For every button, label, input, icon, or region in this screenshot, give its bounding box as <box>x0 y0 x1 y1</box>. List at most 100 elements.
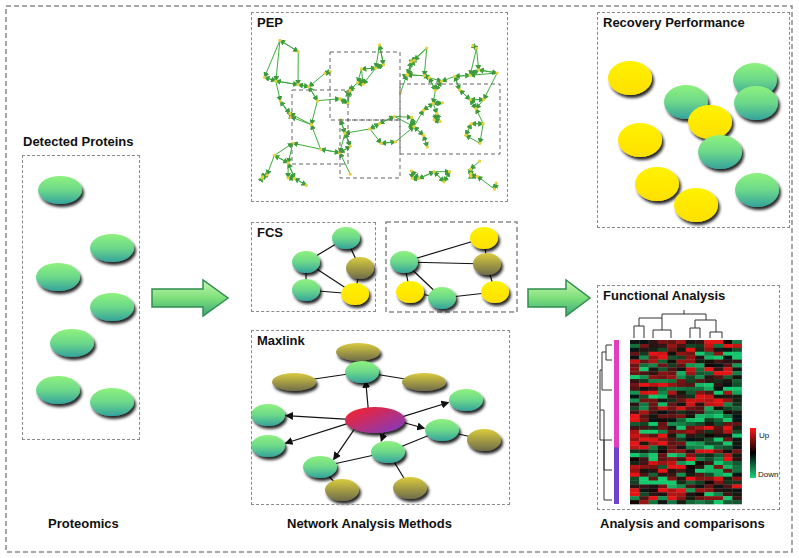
heat-cell <box>686 484 696 488</box>
heat-cell <box>667 469 677 473</box>
heat-cell <box>677 391 687 395</box>
heat-cell <box>723 453 733 457</box>
heat-cell <box>695 375 705 379</box>
heat-cell <box>704 410 714 414</box>
heat-cell <box>714 406 724 410</box>
pep-dot <box>343 132 346 135</box>
heat-cell <box>695 414 705 418</box>
heat-cell <box>630 344 640 348</box>
pep-dot <box>319 148 322 151</box>
pep-edge <box>484 73 497 100</box>
heat-cell <box>639 414 649 418</box>
pep-edge <box>340 120 344 133</box>
scale-label: Down <box>758 470 778 479</box>
heat-cell <box>732 469 742 473</box>
heat-cell <box>732 363 742 367</box>
heat-cell <box>686 488 696 492</box>
pep-edge <box>358 69 362 83</box>
heat-cell <box>667 449 677 453</box>
heat-cell <box>649 461 659 465</box>
heat-cell <box>630 477 640 481</box>
pep-edge <box>311 125 320 149</box>
heat-cell <box>732 477 742 481</box>
pep-edge <box>476 109 483 124</box>
heat-cell <box>639 383 649 387</box>
heat-cell <box>630 379 640 383</box>
heat-cell <box>677 457 687 461</box>
pep-edge <box>471 123 483 124</box>
heat-cell <box>677 469 687 473</box>
heat-cell <box>677 442 687 446</box>
heat-cell <box>639 473 649 477</box>
pep-dot <box>482 122 485 125</box>
heat-cell <box>677 465 687 469</box>
heat-cell <box>658 395 668 399</box>
heat-cell <box>649 375 659 379</box>
heat-cell <box>714 387 724 391</box>
heat-cell <box>639 422 649 426</box>
heat-cell <box>658 387 668 391</box>
heat-cell <box>677 422 687 426</box>
heat-cell <box>639 438 649 442</box>
protein-circle <box>292 279 320 301</box>
heat-cell <box>630 414 640 418</box>
pep-edge <box>460 90 471 100</box>
protein-circle <box>325 479 359 501</box>
pep-edge <box>424 135 428 147</box>
pep-dot <box>482 98 485 101</box>
heat-cell <box>686 469 696 473</box>
heat-cell <box>649 449 659 453</box>
pep-edge <box>455 76 460 90</box>
heat-cell <box>649 442 659 446</box>
heat-cell <box>704 383 714 387</box>
pep-dot <box>310 123 313 126</box>
heat-cell <box>723 360 733 364</box>
heat-cell <box>649 406 659 410</box>
pep-region <box>330 52 400 120</box>
heat-cell <box>695 473 705 477</box>
heat-cell <box>704 422 714 426</box>
heat-cell <box>732 426 742 430</box>
pep-edge <box>321 149 340 153</box>
heat-cell <box>732 379 742 383</box>
heat-cell <box>695 348 705 352</box>
heat-cell <box>649 438 659 442</box>
heat-cell <box>704 399 714 403</box>
pep-edge <box>455 75 470 76</box>
heat-cell <box>677 461 687 465</box>
heat-cell <box>658 367 668 371</box>
heat-cell <box>649 481 659 485</box>
heat-cell <box>677 445 687 449</box>
heat-cell <box>723 496 733 500</box>
pep-edge <box>345 129 370 133</box>
box-heading: FCS <box>257 225 283 240</box>
pep-dot <box>453 75 456 78</box>
protein-circle <box>635 167 679 201</box>
heat-cell <box>658 477 668 481</box>
pep-dot <box>393 115 396 118</box>
heat-cell <box>649 352 659 356</box>
heat-cell <box>714 379 724 383</box>
heat-cell <box>667 473 677 477</box>
heat-cell <box>677 414 687 418</box>
protein-circle <box>292 251 320 273</box>
heat-cell <box>686 395 696 399</box>
heat-cell <box>667 422 677 426</box>
heat-cell <box>667 465 677 469</box>
box-heading: Functional Analysis <box>603 288 725 303</box>
heat-cell <box>704 465 714 469</box>
pep-edge <box>470 73 497 75</box>
heat-cell <box>723 395 733 399</box>
heat-cell <box>630 340 640 344</box>
pep-dot <box>278 39 281 42</box>
heat-cell <box>714 430 724 434</box>
heat-cell <box>639 352 649 356</box>
heat-cell <box>704 340 714 344</box>
heat-cell <box>723 481 733 485</box>
heat-cell <box>732 442 742 446</box>
heat-cell <box>667 438 677 442</box>
heat-cell <box>686 348 696 352</box>
heat-cell <box>704 367 714 371</box>
network-edge <box>285 423 349 443</box>
heat-cell <box>732 391 742 395</box>
